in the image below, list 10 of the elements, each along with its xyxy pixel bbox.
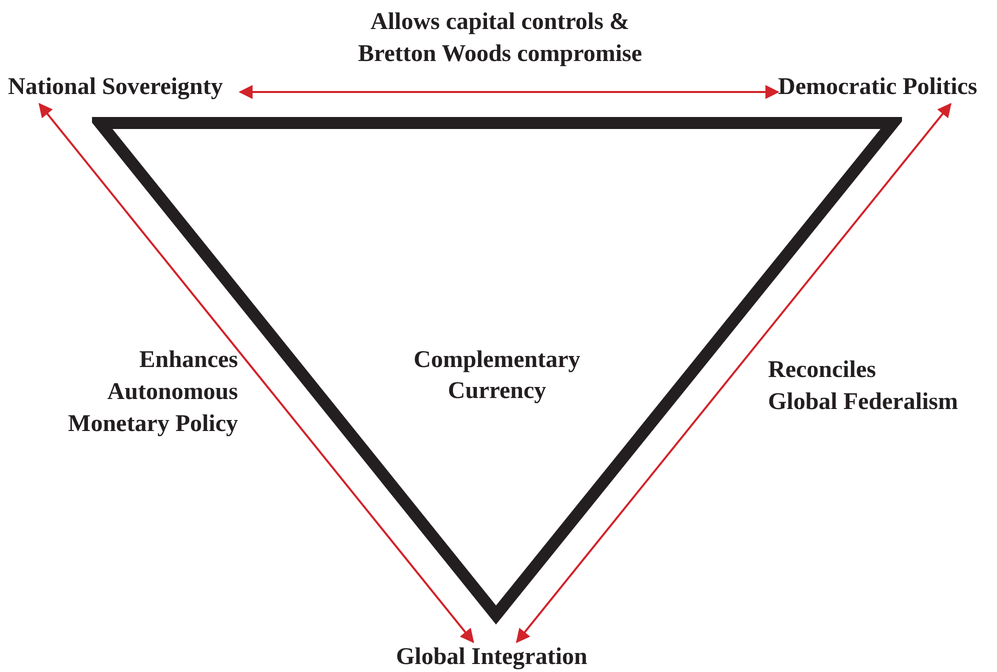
- corner-label: Global Integration: [396, 642, 610, 672]
- double-arrow: [516, 102, 952, 644]
- corner-label: National Sovereignty: [8, 72, 240, 104]
- edge-label: Enhances Autonomous Monetary Policy: [67, 346, 238, 439]
- double-arrow: [38, 102, 474, 644]
- center-text: Complementary Currency: [412, 346, 582, 406]
- corner-label: Democratic Politics: [778, 72, 996, 104]
- double-arrow: [238, 85, 780, 99]
- edge-label: Reconciles Global Federalism: [768, 356, 959, 417]
- edge-label: Allows capital controls & Bretton Woods compromise: [356, 8, 643, 69]
